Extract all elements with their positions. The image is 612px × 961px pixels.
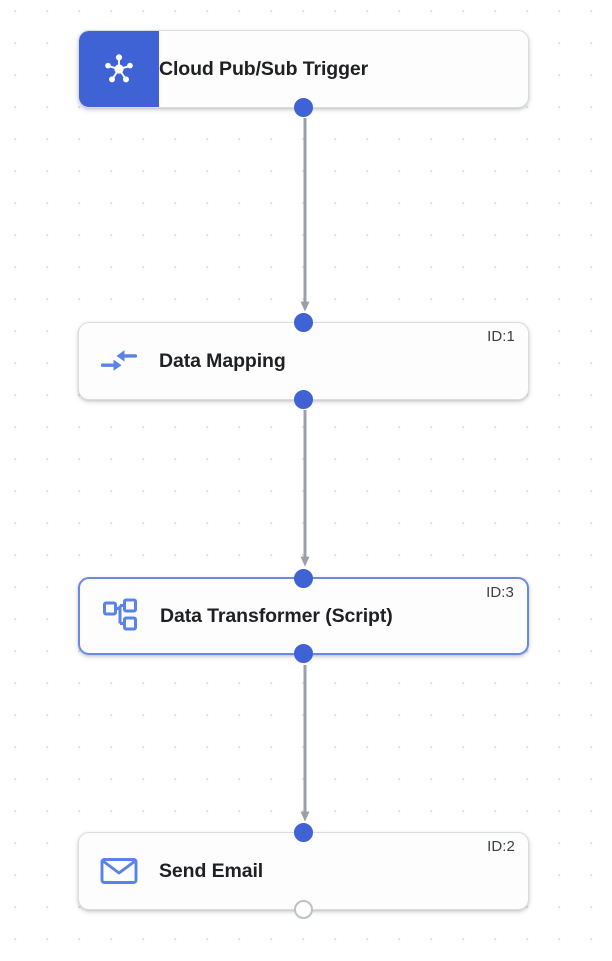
node-data-mapping[interactable]: Data Mapping ID:1 bbox=[78, 313, 529, 409]
hierarchy-tree-icon bbox=[80, 579, 160, 653]
input-port[interactable] bbox=[294, 823, 313, 842]
node-id-badge: ID:2 bbox=[487, 838, 515, 855]
node-send-email[interactable]: Send Email ID:2 bbox=[78, 823, 529, 919]
output-port[interactable] bbox=[294, 900, 313, 919]
node-title: Send Email bbox=[159, 859, 264, 882]
input-port[interactable] bbox=[294, 313, 313, 332]
node-id-badge: ID:3 bbox=[486, 584, 514, 601]
output-port[interactable] bbox=[294, 98, 313, 117]
input-port[interactable] bbox=[294, 569, 313, 588]
envelope-icon bbox=[79, 833, 159, 909]
node-data-transformer-script[interactable]: Data Transformer (Script) ID:3 bbox=[78, 569, 529, 663]
node-title: Cloud Pub/Sub Trigger bbox=[159, 57, 369, 80]
node-title: Data Mapping bbox=[159, 349, 286, 372]
node-title: Data Transformer (Script) bbox=[160, 604, 393, 627]
pubsub-hub-icon bbox=[79, 31, 159, 107]
output-port[interactable] bbox=[294, 644, 313, 663]
output-port[interactable] bbox=[294, 390, 313, 409]
node-id-badge: ID:1 bbox=[487, 328, 515, 345]
node-cloud-pubsub-trigger[interactable]: Cloud Pub/Sub Trigger bbox=[78, 30, 529, 117]
data-mapping-arrows-icon bbox=[79, 323, 159, 399]
